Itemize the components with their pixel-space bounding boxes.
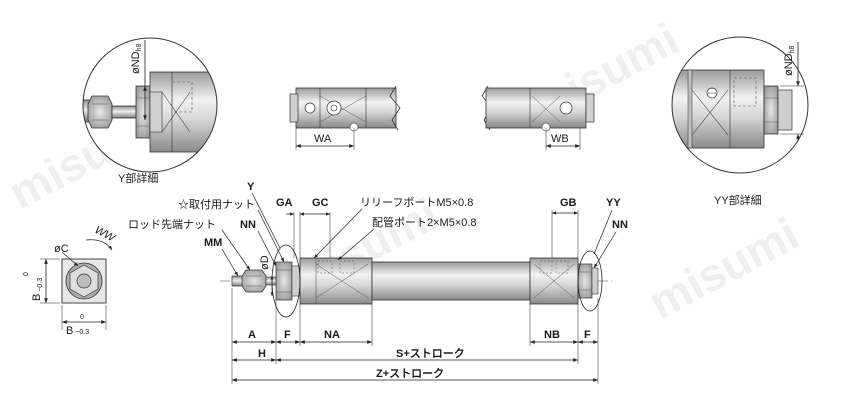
yy-label: YY xyxy=(606,197,621,209)
h-label: H xyxy=(258,348,266,360)
d-label: øD xyxy=(259,255,271,270)
wa-top-view: WA xyxy=(289,85,401,150)
end-view: øC WW B−0.3 0 B−0.3 0 xyxy=(23,224,118,337)
z-stroke-label: Z+ストローク xyxy=(376,367,444,380)
main-side-view: Y ☆取付用ナット ロッド先端ナット NN MM øD GA GC リリーフポー… xyxy=(128,181,628,384)
b-horizontal-label: B−0.3 xyxy=(66,325,89,337)
y-detail-label: Y部詳細 xyxy=(118,171,158,185)
nb-label: NB xyxy=(544,329,560,341)
na-label: NA xyxy=(324,329,340,341)
nd-right-label: øNDh8 xyxy=(783,45,796,76)
y-label: Y xyxy=(247,181,255,193)
b-vertical-tol-top: 0 xyxy=(23,272,30,276)
rod-end-nut-label: ロッド先端ナット xyxy=(128,218,216,231)
nd-left-label: øNDh8 xyxy=(130,43,143,74)
b-horizontal-tol-top: 0 xyxy=(80,314,84,321)
wb-top-view: WB xyxy=(481,85,595,150)
piping-port-label: 配管ポート2×M5×0.8 xyxy=(372,215,477,229)
nn-right-label: NN xyxy=(612,219,628,231)
mm-label: MM xyxy=(204,237,222,249)
gb-label: GB xyxy=(560,197,577,209)
ww-label: WW xyxy=(93,224,118,245)
f-right-label: F xyxy=(584,329,591,341)
c-label: øC xyxy=(54,243,69,255)
svg-text:misumi: misumi xyxy=(640,207,807,329)
yy-detail-view: øNDh8 YY部詳細 xyxy=(671,36,809,207)
b-vertical-label: B−0.3 xyxy=(31,278,44,301)
s-stroke-label: S+ストローク xyxy=(396,347,465,360)
yy-detail-label: YY部詳細 xyxy=(714,193,762,207)
nn-left-label: NN xyxy=(240,219,256,231)
gc-label: GC xyxy=(312,197,329,209)
wa-label: WA xyxy=(314,133,332,145)
wb-label: WB xyxy=(551,133,569,145)
y-detail-view: øNDh8 Y部詳細 xyxy=(82,37,218,185)
f-left-label: F xyxy=(284,329,291,341)
a-label: A xyxy=(248,329,256,341)
ga-label: GA xyxy=(276,197,293,209)
mounting-nut-label: ☆取付用ナット xyxy=(178,198,255,211)
relief-port-label: リリーフポートM5×0.8 xyxy=(360,196,473,209)
